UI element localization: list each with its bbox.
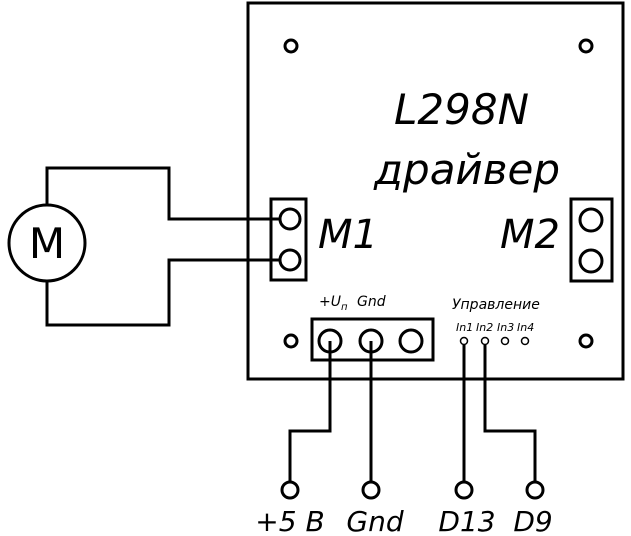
mounting-hole-bottom-left xyxy=(283,333,299,349)
terminal-m2-2 xyxy=(578,248,604,274)
terminal-ext-d13 xyxy=(454,480,474,500)
mounting-hole-top-left xyxy=(283,38,299,54)
terminal-m1-2 xyxy=(278,248,302,272)
mounting-hole-bottom-right xyxy=(578,333,594,349)
pin-in4 xyxy=(520,336,530,346)
motor-wire-top xyxy=(45,166,280,221)
label-vcc-main: +U xyxy=(319,294,341,310)
control-input-in3: In3 xyxy=(497,321,514,334)
control-input-in1: In1 xyxy=(456,321,473,334)
control-input-in2: In2 xyxy=(476,321,493,334)
terminal-spare xyxy=(398,328,424,354)
label-ext-d13: D13 xyxy=(438,505,495,536)
label-m2: M2 xyxy=(500,212,560,258)
terminal-block-m2 xyxy=(569,197,614,283)
control-pins xyxy=(459,336,530,346)
label-m1: M1 xyxy=(318,212,378,258)
label-vcc: +Uп xyxy=(319,294,348,313)
driver-board xyxy=(246,1,625,381)
motor-symbol: M xyxy=(29,219,65,268)
mounting-hole-top-right xyxy=(578,38,594,54)
terminal-m1-1 xyxy=(278,207,302,231)
terminal-m2-1 xyxy=(578,207,604,233)
label-gnd-board: Gnd xyxy=(357,294,386,310)
mounting-holes xyxy=(283,38,594,349)
terminal-ext-gnd xyxy=(361,480,381,500)
terminal-block-m1 xyxy=(269,197,308,282)
module-subtitle: драйвер xyxy=(373,145,560,194)
motor-wire-bottom xyxy=(45,258,280,327)
control-title: Управление xyxy=(452,297,540,313)
label-vcc-sub: п xyxy=(341,302,348,313)
control-input-in4: In4 xyxy=(517,321,534,334)
wire-vcc xyxy=(288,341,332,482)
label-ext-gnd: Gnd xyxy=(346,505,403,536)
pin-in2 xyxy=(480,336,490,346)
label-ext-5v: +5 В xyxy=(255,505,324,536)
module-title: L298N xyxy=(394,85,529,134)
terminal-ext-5v xyxy=(280,480,300,500)
pin-in3 xyxy=(500,336,510,346)
label-ext-d9: D9 xyxy=(513,505,552,536)
pin-in1 xyxy=(459,336,469,346)
terminal-ext-d9 xyxy=(525,480,545,500)
wire-d9 xyxy=(483,345,537,482)
